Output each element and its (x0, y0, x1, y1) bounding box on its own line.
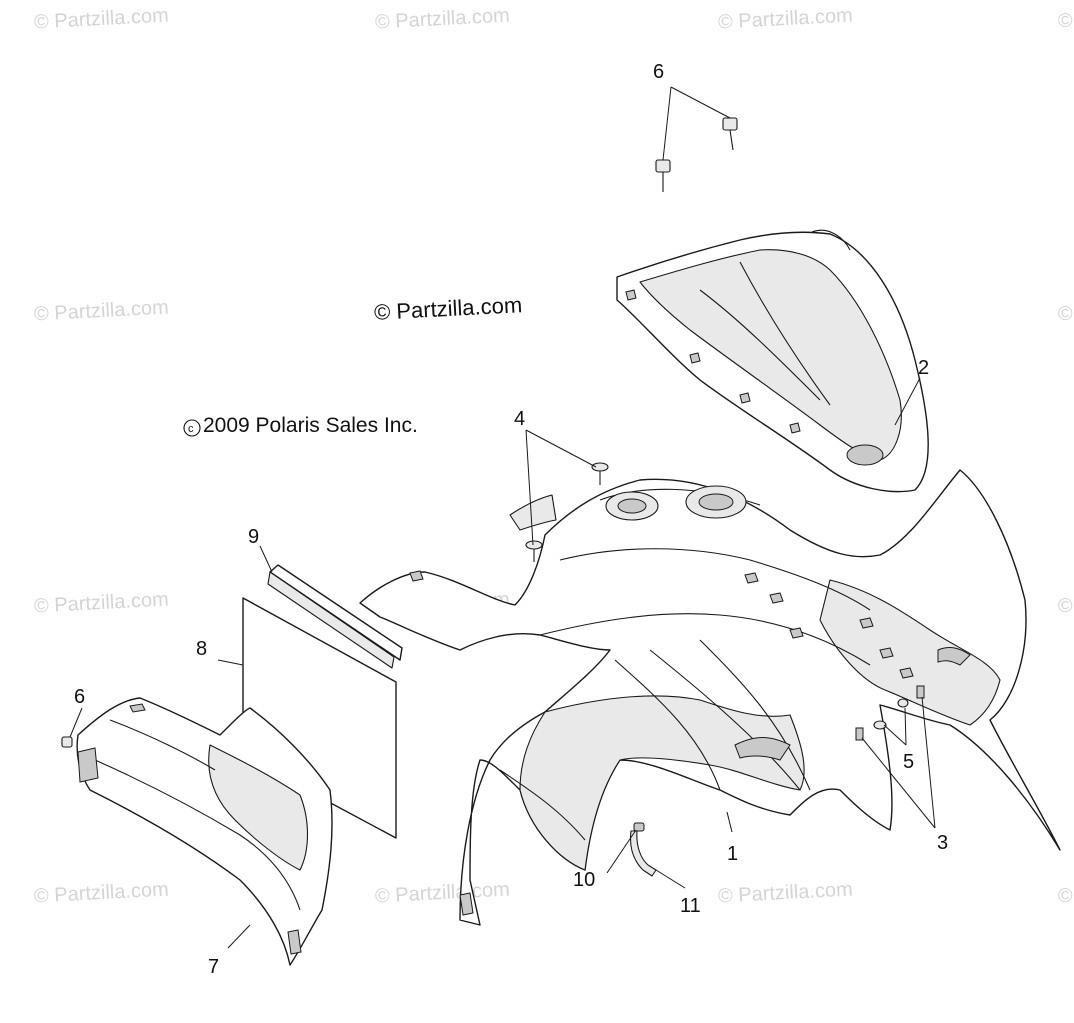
flange-bolt-icon[interactable] (655, 117, 738, 192)
callout-9: 9 (248, 526, 259, 548)
copyright-symbol-icon: c (183, 419, 201, 437)
callout-6-top: 6 (653, 61, 664, 83)
drain-hose-icon[interactable] (629, 830, 657, 877)
decal-sheet-icon[interactable] (242, 597, 397, 839)
clip-icon[interactable] (855, 685, 925, 741)
front-cab-panel-icon[interactable] (359, 469, 1061, 926)
callout-8: 8 (196, 638, 207, 660)
callout-1: 1 (727, 843, 738, 865)
side-panel-icon[interactable] (61, 697, 333, 966)
callout-4: 4 (514, 408, 525, 430)
tube-clamp-icon[interactable] (633, 822, 645, 832)
headlight-pod-icon[interactable] (616, 229, 929, 493)
callout-10: 10 (573, 869, 595, 891)
callout-3: 3 (937, 832, 948, 854)
foam-strip-icon[interactable] (267, 564, 403, 669)
svg-text:c: c (188, 423, 194, 435)
callout-7: 7 (208, 956, 219, 978)
callout-5: 5 (903, 751, 914, 773)
callout-6-left: 6 (74, 686, 85, 708)
callout-2: 2 (918, 357, 929, 379)
leader-lines (69, 86, 936, 949)
screw-icon[interactable] (873, 698, 909, 730)
push-rivet-icon[interactable] (525, 462, 609, 562)
copyright-sub: 2009 Polaris Sales Inc. (203, 414, 418, 437)
callout-11: 11 (680, 895, 701, 917)
